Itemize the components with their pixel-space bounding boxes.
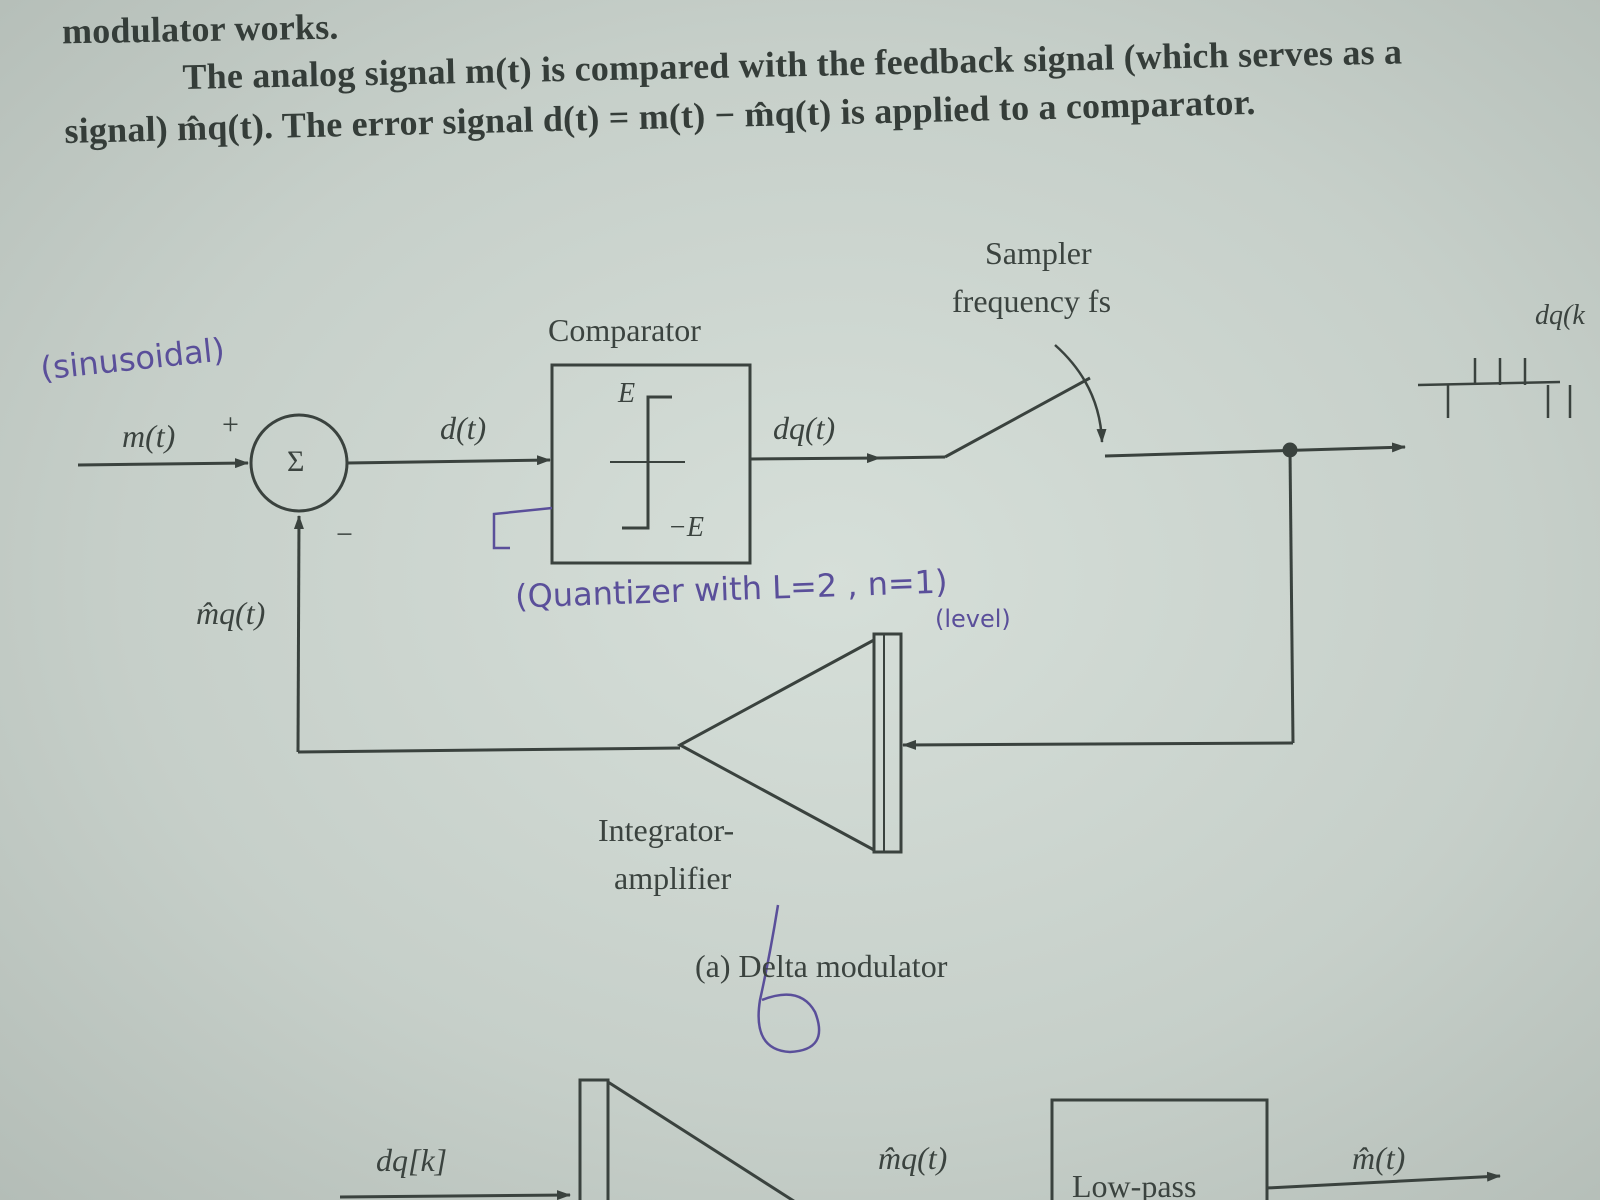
bottom-output-line [1266,1171,1501,1190]
bottom-mid-label: m̂q(t) [878,1140,948,1176]
sampler-lead-in [879,455,946,460]
feedback-right-line [1288,449,1295,744]
plus-sign: + [222,408,239,441]
sampler-switch-blade [944,376,1091,459]
minus-sign: − [336,518,353,551]
bottom-output-label: m̂(t) [1352,1140,1406,1176]
comparator-title: Comparator [548,312,701,348]
bottom-input-label: dq[k] [376,1142,448,1178]
comparator-out-label: dq(t) [773,410,836,446]
comparator-out-line [749,453,881,464]
input-line [77,458,249,469]
sum-symbol: Σ [287,445,305,478]
integrator-label-line1: Integrator- [598,812,735,848]
handwritten-note-level: (level) [935,605,1011,633]
feedback-label: m̂q(t) [196,595,266,631]
integrator-label-line2: amplifier [614,860,732,896]
output-pulse-train [1417,358,1572,418]
figure-caption: (a) Delta modulator [695,948,948,984]
sampler-label-line2: frequency fs [952,283,1112,319]
comparator-box [550,363,752,565]
sampler-out-line [1104,442,1406,458]
error-label: d(t) [440,410,487,446]
bottom-integrator-bar [578,1078,610,1200]
feedback-to-integrator [902,739,1294,750]
level-high-label: E [618,378,636,409]
bottom-integrator-edge [607,1080,795,1200]
error-line [346,455,551,466]
handwritten-bracket-arrow [492,506,553,550]
input-label: m(t) [122,418,176,454]
integrator-triangle [676,638,875,852]
feedback-left-line [293,515,304,753]
output-label-partial: dq(k [1535,300,1585,331]
level-low-label: −E [668,512,704,543]
sampler-rotation-arrow [1054,344,1107,443]
bottom-lowpass-box [1050,1098,1269,1200]
sampler-label-line1: Sampler [985,235,1092,271]
bottom-input-line [339,1190,571,1200]
feedback-bottom-line [297,746,681,754]
integrator-bar [872,632,903,854]
bottom-lowpass-label: Low-pass [1072,1168,1197,1200]
handwritten-b-correction [757,904,821,1054]
